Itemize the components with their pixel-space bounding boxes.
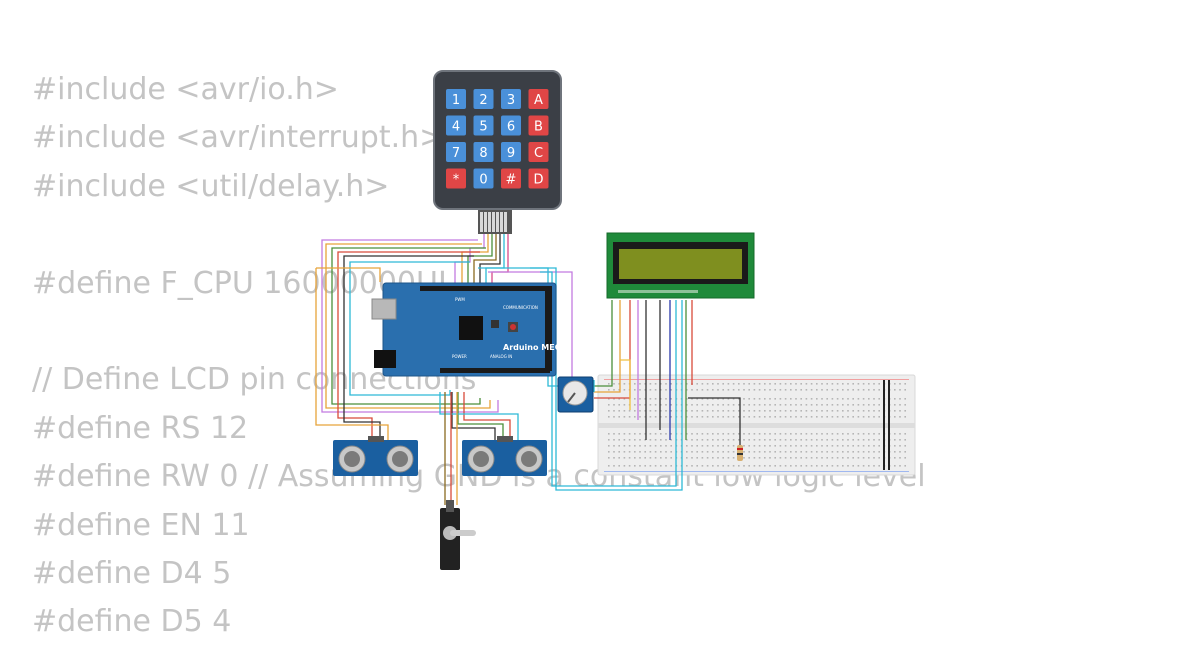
- lcd-display: [606, 232, 755, 299]
- potentiometer: [557, 376, 594, 413]
- keypad-key: [501, 115, 521, 136]
- ultrasonic-sensor-right: [462, 436, 547, 476]
- analog-in-label: ANALOG IN: [490, 354, 512, 359]
- code-line: #define D4 5: [32, 555, 232, 591]
- keypad-key: [446, 168, 466, 189]
- keypad-key: [528, 168, 549, 189]
- arduino-mega-board: Arduino MEGA PWM COMMUNICATION POWER ANA…: [371, 282, 568, 377]
- keypad-key: [446, 142, 466, 162]
- keypad-key-label: 6: [507, 120, 515, 135]
- keypad-key-label: 5: [479, 120, 487, 135]
- wires: [315, 232, 741, 505]
- code-line: #define RS 12: [32, 410, 249, 446]
- keypad-key-label: 3: [507, 93, 515, 108]
- keypad-key-label: #: [506, 173, 517, 188]
- keypad-key: [473, 168, 494, 189]
- keypad-key: [501, 142, 521, 162]
- keypad-key-label: 4: [452, 120, 460, 135]
- keypad-key: [528, 89, 549, 109]
- keypad-key-label: 7: [452, 146, 460, 161]
- code-line: #include <avr/io.h>: [32, 72, 339, 107]
- keypad-key-label: D: [533, 173, 543, 188]
- board-label: Arduino MEGA: [503, 343, 568, 352]
- keypad-key: [528, 115, 549, 136]
- servo-motor: [440, 500, 476, 570]
- keypad-key-label: B: [534, 120, 543, 135]
- keypad-key: [473, 89, 494, 109]
- keypad-key-label: 9: [507, 146, 515, 161]
- power-label: POWER: [452, 354, 467, 359]
- ultrasonic-sensor-left: [333, 436, 418, 476]
- resistor: [737, 445, 743, 461]
- keypad-key-label: 8: [479, 146, 487, 161]
- keypad-key: [473, 142, 494, 162]
- communication-label: COMMUNICATION: [503, 305, 538, 310]
- keypad-key: [501, 168, 521, 189]
- code-line: #define EN 11: [32, 507, 250, 543]
- keypad-key-label: *: [453, 173, 460, 188]
- keypad-key-label: 0: [479, 173, 487, 188]
- code-line: #include <util/delay.h>: [32, 168, 390, 204]
- breadboard: [597, 374, 916, 476]
- keypad-key: [528, 142, 549, 162]
- pwm-label: PWM: [455, 297, 465, 302]
- keypad-key: [446, 115, 466, 136]
- keypad-key: [501, 89, 521, 109]
- keypad-key-label: A: [534, 93, 543, 108]
- circuit-diagram: 1 2 3 A 4 5 6 B 7 8 9 C * 0 # D Arduino MEGA PWM COMMUN…: [315, 70, 916, 570]
- keypad-key-label: 2: [479, 93, 487, 108]
- keypad-key: [473, 115, 494, 136]
- keypad-key-label: 1: [452, 93, 460, 108]
- keypad-key-label: C: [534, 146, 543, 161]
- code-line: #include <avr/interrupt.h>: [32, 120, 445, 156]
- keypad: 1 2 3 A 4 5 6 B 7 8 9 C * 0 # D: [433, 70, 562, 234]
- keypad-key: [446, 89, 466, 109]
